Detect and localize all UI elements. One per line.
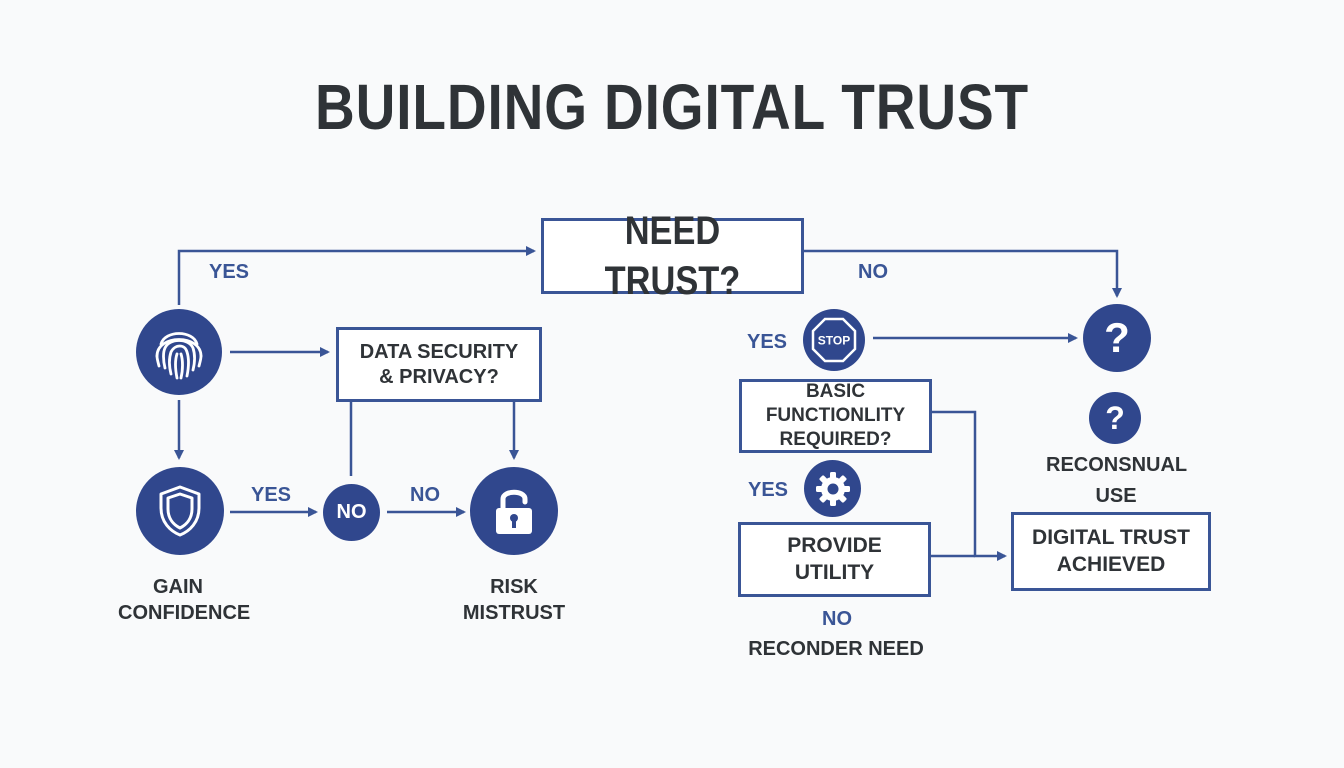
data-security-box: DATA SECURITY & PRIVACY? — [336, 327, 542, 402]
label-yes-shield: YES — [251, 484, 292, 506]
caption-reconsider-need: RECONDER NEED — [748, 638, 924, 660]
question-glyph: ? — [1104, 314, 1130, 361]
need-trust-box: NEED TRUST? — [541, 209, 804, 303]
stop-sign-text: STOP — [818, 334, 850, 348]
need-trust-label: NEED TRUST? — [604, 209, 741, 303]
stop-sign-icon: STOP — [803, 309, 865, 371]
arrow-basic-to-digital-trust — [931, 410, 1007, 561]
fingerprint-icon — [136, 309, 222, 395]
provide-utility-box: PROVIDE UTILITY — [738, 522, 931, 597]
data-security-label: DATA SECURITY & PRIVACY? — [359, 340, 519, 388]
no-circle-label: NO — [336, 501, 367, 523]
basic-functionality-label: BASIC FUNCTIONLITY REQUIRED? — [765, 381, 906, 450]
label-no-middle: NO — [410, 484, 440, 506]
basic-functionality-box: BASIC FUNCTIONLITY REQUIRED? — [739, 379, 932, 453]
gear-icon — [804, 460, 861, 517]
page-title: BUILDING DIGITAL TRUST — [314, 71, 1030, 143]
arrow-no-to-question — [804, 249, 1122, 298]
label-no-bottom: NO — [822, 608, 852, 630]
label-yes-stop: YES — [747, 331, 788, 353]
unlock-icon — [470, 467, 558, 555]
question-icon-small: ? — [1089, 392, 1141, 444]
caption-risk-mistrust: RISK MISTRUST — [462, 576, 566, 624]
caption-reconsensual-use: RECONSNUAL USE — [1046, 454, 1188, 507]
label-yes-top: YES — [209, 261, 250, 283]
digital-trust-achieved-label: DIGITAL TRUST ACHIEVED — [1032, 526, 1190, 576]
question-glyph-small: ? — [1105, 399, 1125, 436]
digital-trust-achieved-box: DIGITAL TRUST ACHIEVED — [1011, 512, 1211, 591]
no-circle: NO — [323, 484, 380, 541]
shield-icon — [136, 467, 224, 555]
question-icon: ? — [1083, 304, 1151, 372]
label-yes-gear: YES — [748, 479, 789, 501]
provide-utility-label: PROVIDE UTILITY — [787, 534, 882, 584]
caption-gain-confidence: GAIN CONFIDENCE — [118, 576, 251, 624]
label-no-top: NO — [858, 261, 888, 283]
arrow-yes-to-need-trust — [177, 246, 536, 305]
